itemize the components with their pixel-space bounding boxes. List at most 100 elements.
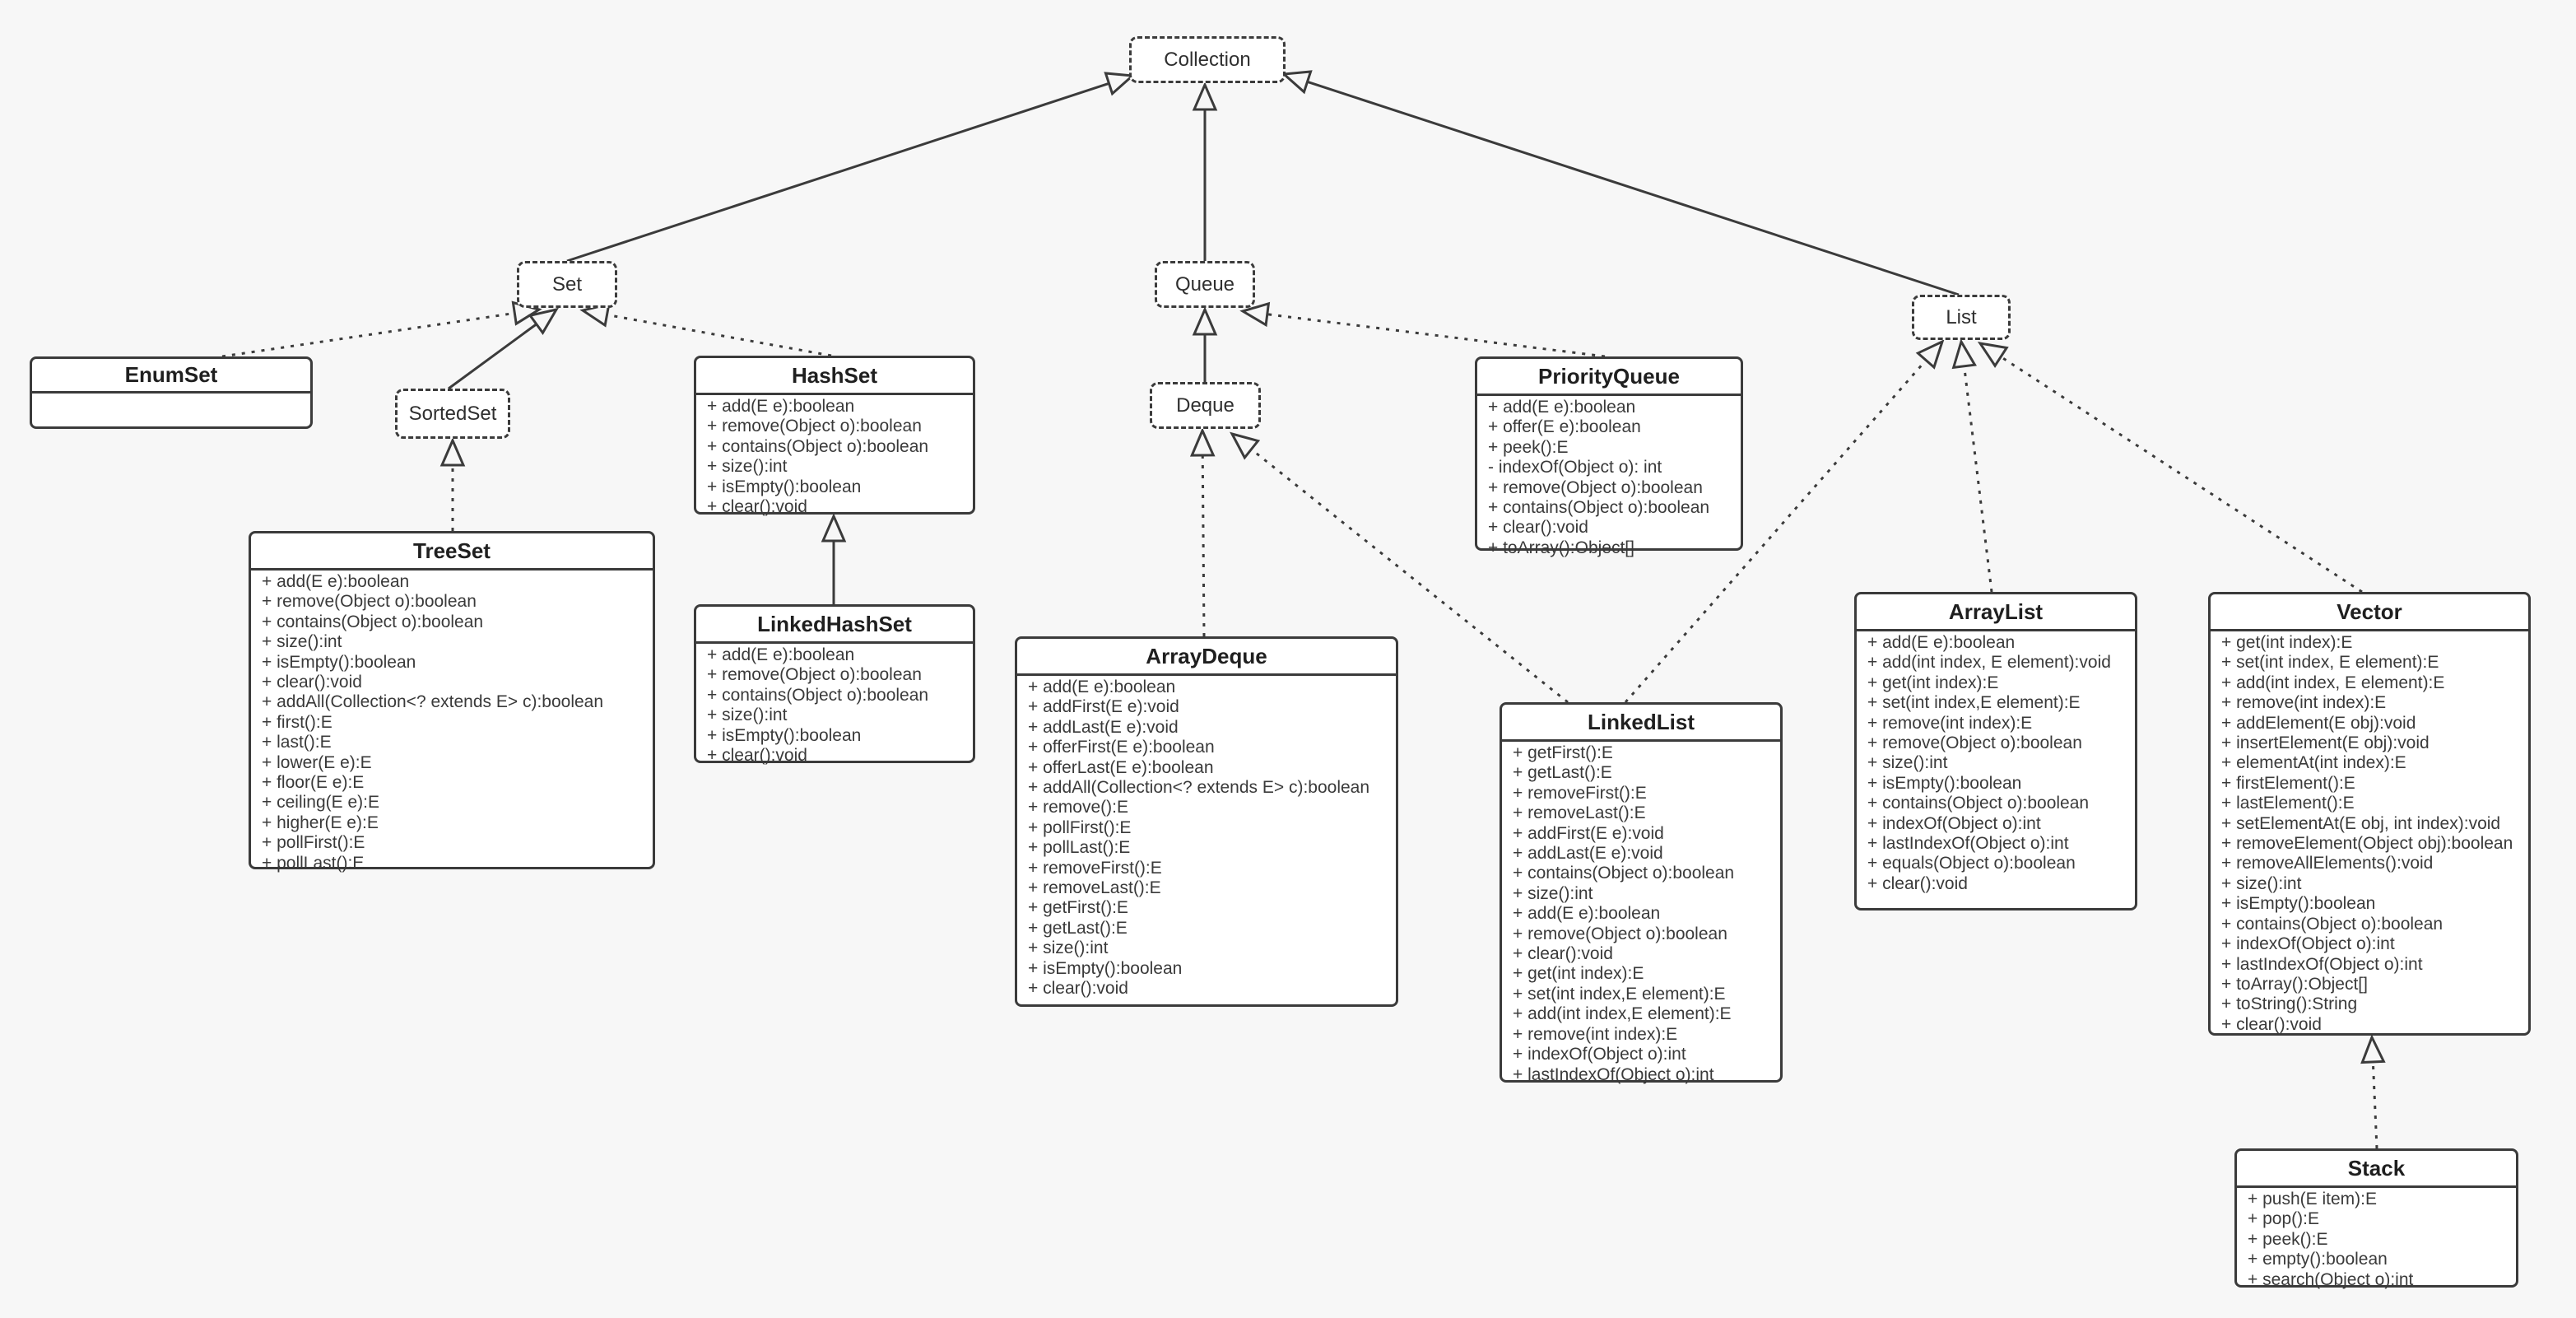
method-row: + contains(Object o):boolean bbox=[707, 436, 929, 456]
method-row: + lastElement():E bbox=[2221, 794, 2355, 813]
uml-interface-list[interactable]: List bbox=[1912, 295, 2011, 340]
interface-name-set: Set bbox=[551, 272, 583, 296]
class-methods-hashset: + add(E e):boolean+ remove(Object o):boo… bbox=[696, 395, 973, 517]
method-row: + remove():E bbox=[1028, 798, 1128, 817]
method-row: + first():E bbox=[262, 712, 332, 732]
method-row: + clear():void bbox=[1028, 979, 1128, 999]
uml-class-linkedhashset[interactable]: LinkedHashSet+ add(E e):boolean+ remove(… bbox=[694, 604, 975, 766]
class-name-linkedlist: LinkedList bbox=[1502, 705, 1780, 742]
method-row: + removeFirst():E bbox=[1513, 783, 1647, 803]
generalization-arrowhead-linkedlist-to-deque bbox=[1230, 431, 1261, 460]
uml-class-priorityqueue[interactable]: PriorityQueue+ add(E e):boolean+ offer(E… bbox=[1475, 356, 1743, 557]
method-row: + floor(E e):E bbox=[262, 773, 365, 793]
method-row: + peek():E bbox=[1488, 437, 1569, 457]
method-row: + contains(Object o):boolean bbox=[1513, 864, 1735, 883]
class-methods-treeset: + add(E e):boolean+ remove(Object o):boo… bbox=[251, 571, 653, 873]
uml-class-vector[interactable]: Vector+ get(int index):E+ set(int index,… bbox=[2208, 592, 2531, 1036]
method-row: + remove(Object o):boolean bbox=[1488, 477, 1703, 497]
class-name-linkedhashset: LinkedHashSet bbox=[696, 607, 973, 644]
method-row: + get(int index):E bbox=[2221, 633, 2353, 652]
method-row: + setElementAt(E obj, int index):void bbox=[2221, 813, 2501, 833]
method-row: + addLast(E e):void bbox=[1028, 717, 1179, 737]
method-row: + add(int index, E element):E bbox=[2221, 673, 2445, 692]
method-row: + getLast():E bbox=[1028, 918, 1128, 938]
interface-name-list: List bbox=[1946, 305, 1977, 328]
method-row: + ceiling(E e):E bbox=[262, 793, 379, 813]
method-row: + pop():E bbox=[2248, 1209, 2319, 1229]
edge-line-sortedset-to-set bbox=[448, 323, 537, 390]
generalization-arrowhead-priorityqueue-to-queue bbox=[1239, 301, 1271, 328]
method-row: + remove(Object o):boolean bbox=[707, 417, 922, 436]
method-row: + indexOf(Object o):int bbox=[1867, 813, 2041, 833]
method-row: + contains(Object o):boolean bbox=[262, 612, 484, 631]
uml-class-arraydeque[interactable]: ArrayDeque+ add(E e):boolean+ addFirst(E… bbox=[1015, 636, 1398, 1007]
generalization-arrowhead-set-to-collection bbox=[1104, 72, 1136, 96]
method-row: + remove(Object o):boolean bbox=[1867, 734, 2082, 753]
method-row: + removeFirst():E bbox=[1028, 858, 1162, 878]
method-row: + isEmpty():boolean bbox=[707, 477, 862, 496]
method-row: + lastIndexOf(Object o):int bbox=[1867, 834, 2069, 854]
method-row: + contains(Object o):boolean bbox=[2221, 914, 2443, 934]
method-row: + add(E e):boolean bbox=[1488, 398, 1636, 417]
method-row: + pollFirst():E bbox=[262, 833, 365, 853]
method-row: + set(int index,E element):E bbox=[1867, 693, 2081, 713]
class-name-stack: Stack bbox=[2237, 1151, 2516, 1188]
method-row: + isEmpty():boolean bbox=[2221, 894, 2376, 914]
method-row: + empty():boolean bbox=[2248, 1250, 2388, 1269]
method-row: + contains(Object o):boolean bbox=[1488, 498, 1710, 518]
edge-line-set-to-collection bbox=[566, 82, 1109, 263]
method-row: + add(E e):boolean bbox=[1028, 678, 1176, 696]
generalization-arrowhead-treeset-to-sortedset bbox=[439, 437, 466, 467]
method-row: + firstElement():E bbox=[2221, 773, 2355, 793]
method-row: + toString():String bbox=[2221, 994, 2358, 1014]
uml-class-treeset[interactable]: TreeSet+ add(E e):boolean+ remove(Object… bbox=[249, 531, 655, 873]
uml-class-stack[interactable]: Stack+ push(E item):E+ pop():E+ peek():E… bbox=[2234, 1148, 2518, 1289]
method-row: + peek():E bbox=[2248, 1229, 2328, 1249]
method-row: + addFirst(E e):void bbox=[1028, 697, 1179, 717]
uml-interface-deque[interactable]: Deque bbox=[1150, 382, 1261, 429]
class-methods-priorityqueue: + add(E e):boolean+ offer(E e):boolean+ … bbox=[1477, 396, 1741, 558]
class-methods-arraydeque: + add(E e):boolean+ addFirst(E e):void+ … bbox=[1017, 676, 1396, 999]
method-row: + clear():void bbox=[707, 746, 807, 766]
method-row: + insertElement(E obj):void bbox=[2221, 734, 2430, 753]
edge-line-linkedlist-to-deque bbox=[1250, 448, 1569, 704]
class-methods-arraylist: + add(E e):boolean+ add(int index, E ele… bbox=[1857, 631, 2135, 894]
uml-interface-sortedset[interactable]: SortedSet bbox=[395, 389, 510, 439]
edge-line-stack-to-vector bbox=[2371, 1061, 2378, 1149]
method-row: + contains(Object o):boolean bbox=[1867, 794, 2090, 813]
uml-class-hashset[interactable]: HashSet+ add(E e):boolean+ remove(Object… bbox=[694, 356, 975, 517]
class-name-arraylist: ArrayList bbox=[1857, 594, 2135, 631]
method-row: + size():int bbox=[262, 632, 342, 652]
edge-line-arraydeque-to-deque bbox=[1201, 454, 1206, 637]
class-methods-vector: + get(int index):E+ set(int index, E ele… bbox=[2211, 631, 2528, 1035]
edge-line-list-to-collection bbox=[1307, 80, 1960, 296]
method-row: + remove(Object o):boolean bbox=[1513, 924, 1727, 943]
class-methods-linkedhashset: + add(E e):boolean+ remove(Object o):boo… bbox=[696, 644, 973, 766]
method-row: + removeAllElements():void bbox=[2221, 854, 2434, 873]
generalization-arrowhead-list-to-collection bbox=[1281, 70, 1313, 95]
method-row: + set(int index,E element):E bbox=[1513, 984, 1726, 1004]
method-row: + get(int index):E bbox=[1513, 964, 1644, 984]
generalization-arrowhead-arraylist-to-list bbox=[1951, 338, 1977, 370]
edge-line-arraylist-to-list bbox=[1963, 366, 1993, 593]
method-row: + offerFirst(E e):boolean bbox=[1028, 738, 1215, 757]
method-row: + getFirst():E bbox=[1028, 898, 1128, 918]
method-row: + removeElement(Object obj):boolean bbox=[2221, 834, 2513, 854]
method-row: + lastIndexOf(Object o):int bbox=[1513, 1064, 1714, 1084]
method-row: - indexOf(Object o): int bbox=[1488, 458, 1662, 477]
interface-name-collection: Collection bbox=[1164, 48, 1251, 71]
uml-interface-set[interactable]: Set bbox=[517, 261, 617, 308]
class-name-enumset: EnumSet bbox=[32, 359, 310, 394]
uml-interface-queue[interactable]: Queue bbox=[1155, 261, 1255, 308]
method-row: + size():int bbox=[1513, 883, 1593, 903]
method-row: + removeLast():E bbox=[1513, 803, 1646, 823]
uml-interface-collection[interactable]: Collection bbox=[1129, 36, 1286, 83]
uml-class-arraylist[interactable]: ArrayList+ add(E e):boolean+ add(int ind… bbox=[1854, 592, 2137, 910]
interface-name-sortedset: SortedSet bbox=[408, 402, 497, 425]
method-row: + addAll(Collection<? extends E> c):bool… bbox=[262, 692, 604, 712]
method-row: + pollLast():E bbox=[1028, 838, 1131, 858]
uml-class-linkedlist[interactable]: LinkedList+ getFirst():E+ getLast():E+ r… bbox=[1500, 702, 1783, 1084]
uml-class-enumset[interactable]: EnumSet bbox=[30, 356, 313, 429]
method-row: + remove(int index):E bbox=[2221, 693, 2387, 713]
edge-line-linkedlist-to-list bbox=[1624, 359, 1927, 703]
